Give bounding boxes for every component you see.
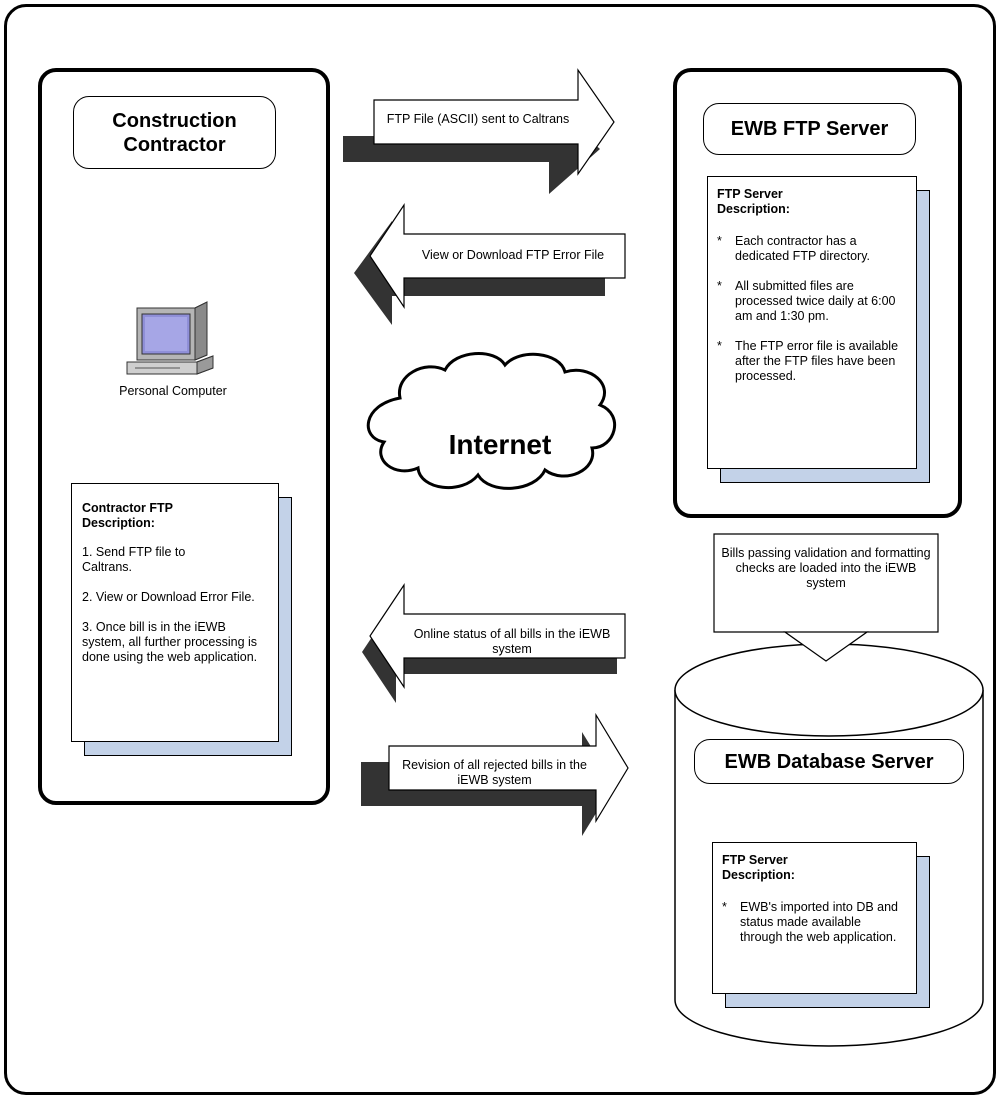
arrow-revision (361, 712, 629, 836)
contractor-note-heading: Contractor FTP Description: (82, 501, 173, 530)
personal-computer-icon (125, 300, 220, 375)
ftp-server-note-heading: FTP Server Description: (717, 187, 790, 216)
arrow-validation-label: Bills passing validation and formatting … (721, 546, 931, 590)
ftp-server-note-item: * The FTP error file is available after … (717, 339, 899, 383)
internet-label: Internet (448, 429, 552, 460)
ftp-server-title: EWB FTP Server (703, 103, 916, 155)
arrow-view-error-label: View or Download FTP Error File (421, 248, 605, 262)
personal-computer-label: Personal Computer (119, 384, 227, 398)
arrow-online-status-label: Online status of all bills in the iEWB s… (413, 627, 611, 656)
arrow-view-error (354, 203, 626, 325)
contractor-note-item: 3. Once bill is in the iEWB system, all … (82, 620, 258, 664)
bullet-icon: * (717, 234, 722, 248)
contractor-note-item: 2. View or Download Error File. (82, 590, 255, 604)
bullet-icon: * (717, 279, 722, 293)
contractor-note-item: 1. Send FTP file to Caltrans. (82, 545, 186, 574)
bullet-icon: * (722, 900, 727, 914)
db-server-title: EWB Database Server (694, 739, 964, 784)
db-server-note-heading: FTP Server Description: (722, 853, 795, 882)
bullet-icon: * (717, 339, 722, 353)
ftp-server-note: FTP Server Description: * Each contracto… (707, 176, 917, 469)
ftp-server-note-item: * All submitted files are processed twic… (717, 279, 896, 323)
contractor-title: Construction Contractor (73, 96, 276, 169)
arrow-ftp-sent (343, 68, 615, 194)
ftp-server-note-item: * Each contractor has a dedicated FTP di… (717, 234, 871, 263)
arrow-ftp-sent-label: FTP File (ASCII) sent to Caltrans (386, 112, 570, 126)
db-server-note-item: * EWB's imported into DB and status made… (722, 900, 899, 944)
diagram-frame (4, 4, 996, 1095)
cloud-icon (366, 352, 617, 490)
arrow-online-status (362, 583, 626, 703)
db-server-note: FTP Server Description: * EWB's imported… (712, 842, 917, 994)
contractor-note: Contractor FTP Description: 1. Send FTP … (71, 483, 279, 742)
arrow-revision-label: Revision of all rejected bills in the iE… (402, 758, 587, 787)
